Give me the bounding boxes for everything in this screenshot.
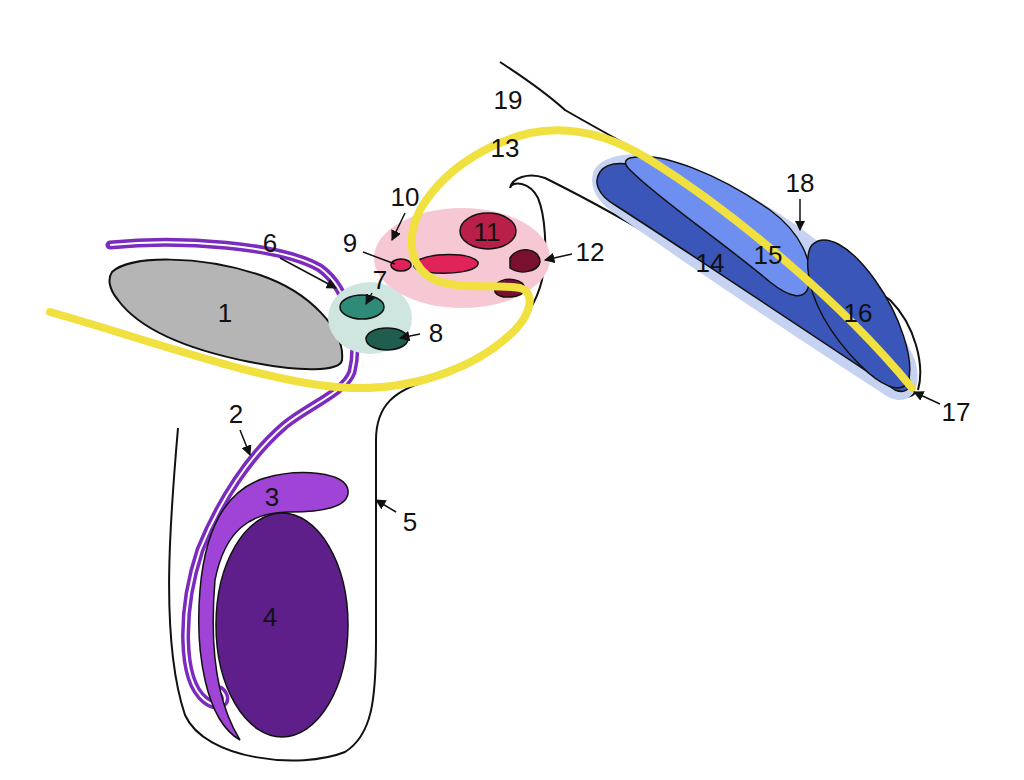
- callout-number: 1: [218, 300, 232, 326]
- leader-line: [400, 334, 420, 338]
- callout-number: 10: [391, 184, 420, 210]
- leader-line: [392, 213, 405, 240]
- leader-line: [914, 392, 940, 404]
- leader-line: [545, 254, 572, 260]
- leader-line: [363, 252, 395, 264]
- penis-outline: [500, 62, 920, 390]
- gland-part: [510, 250, 540, 272]
- callout-number: 8: [429, 320, 443, 346]
- callout-number: 2: [229, 401, 243, 427]
- leader-line: [366, 293, 372, 304]
- callout-number: 13: [491, 135, 520, 161]
- callout-number: 3: [265, 484, 279, 510]
- callout-number: 12: [576, 239, 605, 265]
- callout-number: 16: [844, 300, 873, 326]
- gland-part: [340, 295, 384, 319]
- prostate-part: [460, 213, 516, 249]
- callout-number: 15: [754, 242, 783, 268]
- callout-number: 6: [263, 230, 277, 256]
- leader-line: [280, 258, 336, 288]
- bladder: [110, 260, 343, 370]
- corpus: [597, 164, 910, 392]
- leader-line: [799, 199, 801, 230]
- callout-number: 18: [786, 170, 815, 196]
- penis-halo: [592, 154, 918, 400]
- callout-number: 7: [373, 267, 387, 293]
- callout-number: 14: [696, 250, 725, 276]
- callout-number: 17: [942, 399, 971, 425]
- duct-opening: [391, 259, 411, 271]
- duct-path: [50, 130, 912, 388]
- leader-line: [240, 430, 250, 455]
- leader-line: [376, 500, 396, 512]
- epididymis: [199, 473, 348, 740]
- gland-part: [366, 328, 408, 350]
- callout-number: 9: [343, 230, 357, 256]
- testis: [216, 513, 348, 737]
- corpus: [626, 157, 810, 296]
- callout-number: 5: [403, 509, 417, 535]
- callout-number: 19: [494, 87, 523, 113]
- callout-number: 11: [474, 219, 501, 245]
- callout-number: 4: [263, 604, 277, 630]
